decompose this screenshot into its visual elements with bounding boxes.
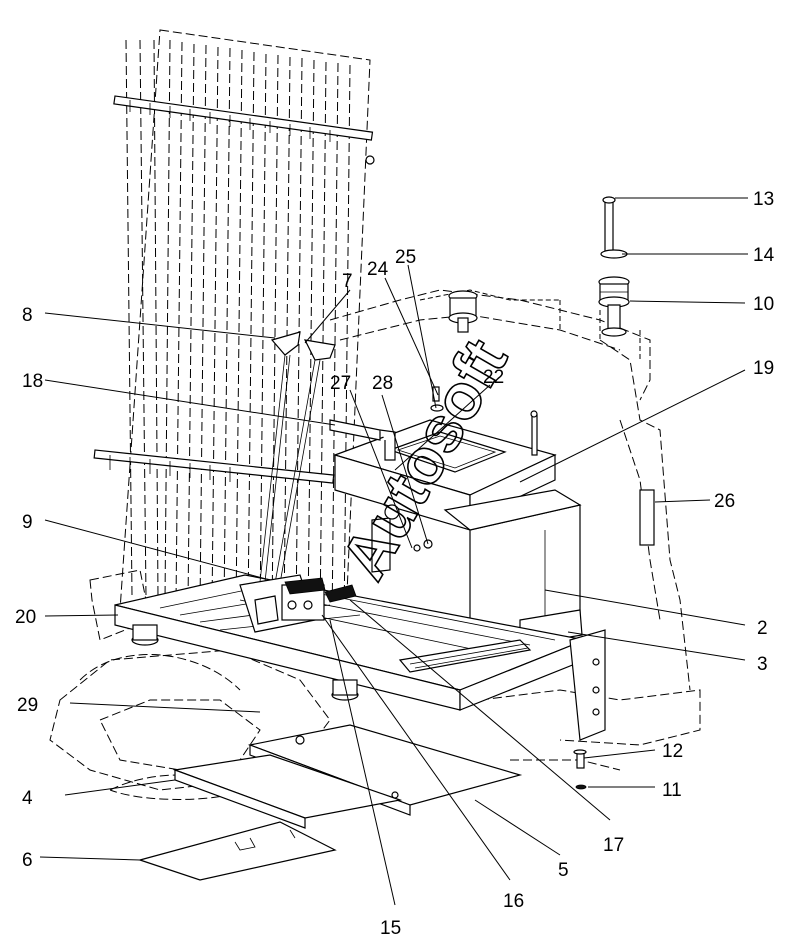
callout-14: 14 xyxy=(753,245,775,266)
callout-27: 27 xyxy=(330,373,351,394)
grille-screen-dashed xyxy=(93,29,375,641)
bottom-plates xyxy=(137,724,523,881)
callout-12: 12 xyxy=(662,741,683,762)
callout-28: 28 xyxy=(372,373,393,394)
callout-13: 13 xyxy=(753,189,774,210)
callout-8: 8 xyxy=(22,305,33,326)
callout-26: 26 xyxy=(714,491,735,512)
callout-5: 5 xyxy=(558,860,569,881)
callout-3: 3 xyxy=(757,654,768,675)
callout-10: 10 xyxy=(753,294,774,315)
callout-9: 9 xyxy=(22,512,33,533)
callout-17: 17 xyxy=(603,835,624,856)
callout-18: 18 xyxy=(22,371,43,392)
callout-labels: 2 3 4 5 6 7 8 9 10 11 12 13 14 15 16 17 … xyxy=(15,189,775,939)
callout-15: 15 xyxy=(380,918,401,939)
callout-7: 7 xyxy=(342,271,353,292)
callout-19: 19 xyxy=(753,358,774,379)
callout-4: 4 xyxy=(22,788,33,809)
engine-mount-assembly xyxy=(448,196,630,337)
callout-6: 6 xyxy=(22,850,33,871)
control-levers xyxy=(239,331,357,633)
callout-16: 16 xyxy=(503,891,524,912)
callout-22: 22 xyxy=(483,367,504,388)
callout-24: 24 xyxy=(367,259,389,280)
callout-2: 2 xyxy=(757,618,768,639)
hardware-fasteners xyxy=(413,386,655,790)
callout-29: 29 xyxy=(17,695,38,716)
callout-25: 25 xyxy=(395,247,416,268)
callout-11: 11 xyxy=(662,780,682,801)
battery-box xyxy=(371,489,583,651)
callout-20: 20 xyxy=(15,607,36,628)
leader-lines xyxy=(39,197,748,906)
main-tray-frame xyxy=(114,574,606,741)
